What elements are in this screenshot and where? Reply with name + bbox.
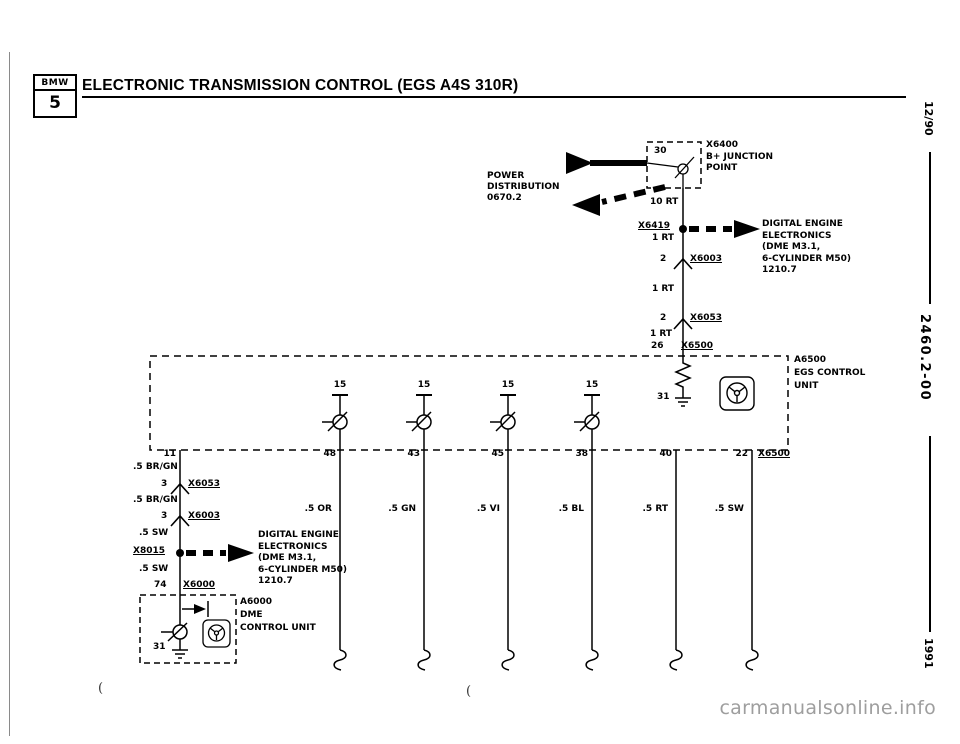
scan-mark-left: (	[98, 681, 104, 696]
junction-terminal-30: 30	[654, 146, 667, 156]
connector-symbol-x6053-branch	[170, 482, 190, 495]
power-feed-arrow	[566, 152, 647, 174]
egs-unit-desc1: EGS CONTROL	[794, 368, 866, 378]
connector-symbol-x6003	[673, 257, 693, 270]
dme-unit-outline	[139, 594, 237, 664]
dme-entry-code-x6000: X6000	[183, 580, 215, 590]
feed-wire-label-10rt: 10 RT	[650, 197, 679, 207]
connector2-code-x6053: X6053	[690, 313, 722, 323]
pin-11-label: 11	[163, 449, 176, 459]
wire-color-gn: .5 GN	[388, 504, 416, 514]
branch-wire4-label: .5 SW	[139, 564, 169, 574]
egs-unit-outline	[149, 355, 789, 451]
bmw-series-5: 5	[49, 93, 61, 113]
dme-internals	[161, 595, 209, 659]
margin-issue-date: 12/90	[922, 101, 935, 136]
terminal-15-connector-3	[490, 394, 516, 450]
scan-mark-middle: (	[466, 684, 472, 699]
branch-connector1-code-x6053: X6053	[188, 479, 220, 489]
branch-wire1-label: .5 BR/GN	[133, 462, 178, 472]
terminal15-label-4: 15	[585, 380, 599, 390]
wire-color-bl: .5 BL	[558, 504, 584, 514]
terminal-15-connector-2	[406, 394, 432, 450]
connector2-pin: 2	[660, 313, 667, 323]
egs-ground-pin-31: 31	[657, 392, 670, 402]
branch-connector2-pin: 3	[161, 511, 168, 521]
branch-connector1-pin: 3	[161, 479, 168, 489]
branch-connector2-code-x6003: X6003	[188, 511, 220, 521]
margin-doc-number: 2460.2-00	[917, 314, 932, 402]
terminal-15-connector-1	[322, 394, 348, 450]
junction-desc: B+ JUNCTION POINT	[706, 152, 773, 173]
margin-line-top	[929, 152, 931, 304]
terminal15-label-3: 15	[501, 380, 515, 390]
dme-unit-desc1: DME	[240, 610, 263, 620]
pin-40-label: 40	[659, 449, 672, 459]
x8015-tap	[176, 544, 254, 562]
feed-seg1-label: 1 RT	[652, 233, 675, 243]
egs-unit-desc2: UNIT	[794, 381, 819, 391]
dme-unit-desc2: CONTROL UNIT	[240, 623, 316, 633]
pin-38-label: 38	[575, 449, 588, 459]
wire-color-sw: .5 SW	[714, 504, 744, 514]
dme-entry-pin-74: 74	[154, 580, 167, 590]
x8015-label: X8015	[133, 546, 165, 556]
feed-seg3-label: 1 RT	[650, 329, 673, 339]
power-distribution-label: POWER DISTRIBUTION 0670.2	[487, 171, 560, 203]
dme-gear-icon	[202, 619, 231, 648]
x6419-dme-note: DIGITAL ENGINE ELECTRONICS (DME M3.1, 6-…	[762, 219, 852, 275]
x6419-label: X6419	[638, 221, 670, 231]
pin-48-label: 48	[323, 449, 336, 459]
b-plus-terminal	[646, 156, 695, 188]
egs-unit-name: A6500	[794, 355, 827, 365]
terminal15-label-1: 15	[333, 380, 347, 390]
pin-45-label: 45	[491, 449, 504, 459]
terminal-15-connector-4	[574, 394, 600, 450]
pin-22-label: 22	[735, 449, 748, 459]
x8015-dme-note: DIGITAL ENGINE ELECTRONICS (DME M3.1, 6-…	[258, 530, 348, 586]
output-wires	[179, 450, 753, 650]
branch-wire2-label: .5 BR/GN	[133, 495, 178, 505]
terminal15-label-2: 15	[417, 380, 431, 390]
bus-out-arrow	[572, 184, 666, 216]
connector-symbol-x6003-branch	[170, 514, 190, 527]
page-title: ELECTRONIC TRANSMISSION CONTROL (EGS A4S…	[82, 77, 519, 94]
wire-end-coils	[333, 649, 759, 671]
dme-ground-pin-31: 31	[153, 642, 166, 652]
branch-wire3-label: .5 SW	[139, 528, 169, 538]
margin-year: 1991	[922, 638, 935, 669]
page-edge-line	[9, 52, 10, 736]
wire-color-rt: .5 RT	[642, 504, 668, 514]
connector-symbol-x6053	[673, 317, 693, 330]
feed-seg2-label: 1 RT	[652, 284, 675, 294]
wire-color-vi: .5 VI	[476, 504, 500, 514]
egs-entry-pin-26: 26	[651, 341, 664, 351]
bmw-logo: BMW 5	[33, 74, 77, 118]
watermark: carmanualsonline.info	[719, 697, 936, 719]
egs-resistor-and-ground	[674, 356, 692, 407]
egs-entry-code-x6500: X6500	[681, 341, 713, 351]
wire-color-or: .5 OR	[304, 504, 332, 514]
egs-gear-icon	[719, 376, 755, 411]
title-rule	[82, 96, 906, 98]
x6419-tap	[679, 220, 760, 238]
connector1-pin: 2	[660, 254, 667, 264]
connector1-code-x6003: X6003	[690, 254, 722, 264]
bmw-brand: BMW	[35, 76, 75, 91]
pins-connector-code-x6500: X6500	[758, 449, 790, 459]
dme-unit-name: A6000	[240, 597, 273, 607]
margin-line-bottom	[929, 436, 931, 632]
junction-code-x6400: X6400	[706, 140, 738, 150]
pin-43-label: 43	[407, 449, 420, 459]
